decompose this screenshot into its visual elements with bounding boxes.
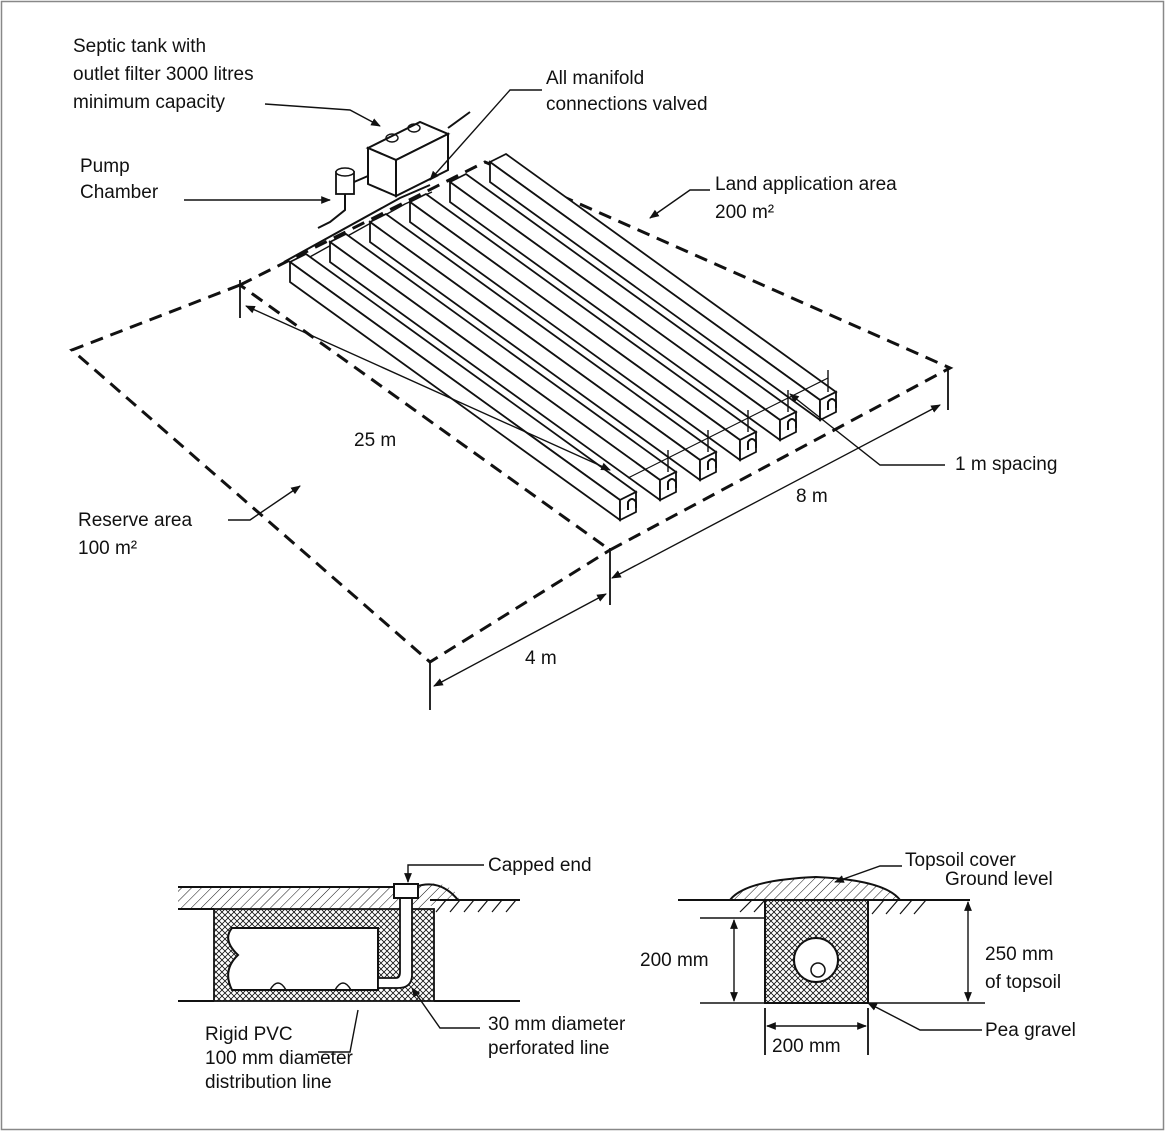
leader-septic <box>264 103 381 127</box>
label-manifold: All manifold connections valved <box>546 68 708 115</box>
label-pump-chamber: Pump Chamber <box>80 156 159 203</box>
pump-chamber <box>317 167 369 229</box>
dim-25m-line <box>245 305 611 471</box>
dim-8m-line <box>611 404 941 579</box>
leader-reserve <box>228 485 301 521</box>
land-application-area-outline <box>237 160 954 552</box>
label-length-25m: 25 m <box>354 430 396 451</box>
label-pea-gravel: Pea gravel <box>985 1020 1076 1041</box>
leader-topsoil-cover <box>834 865 902 883</box>
dim-4m-line <box>433 593 607 687</box>
label-septic-tank: Septic tank with outlet filter 3000 litr… <box>73 36 259 113</box>
label-width-8m: 8 m <box>796 486 828 507</box>
leader-spacing <box>789 393 945 466</box>
leader-perforated <box>411 987 480 1029</box>
manifold-pipe <box>283 184 431 263</box>
label-capped-end: Capped end <box>488 855 592 876</box>
leader-capped-end <box>404 864 484 883</box>
label-ground-level: Ground level <box>945 869 1053 890</box>
label-depth-250mm: 250 mm of topsoil <box>985 944 1061 993</box>
label-topsoil-cover: Topsoil cover <box>905 850 1017 871</box>
leader-manifold <box>429 89 542 181</box>
leader-rigid-pvc <box>318 1009 359 1053</box>
label-perforated: 30 mm diameter perforated line <box>488 1014 631 1059</box>
leader-pea-gravel <box>867 1002 982 1031</box>
cross-section <box>678 865 985 1055</box>
label-reserve-area: Reserve area 100 m² <box>78 510 197 559</box>
label-rigid-pvc: Rigid PVC 100 mm diameter distribution l… <box>205 1024 358 1093</box>
longitudinal-section <box>178 864 520 1053</box>
septic-tank <box>365 111 471 198</box>
leader-land <box>649 189 710 219</box>
label-depth-200mm: 200 mm <box>640 950 709 971</box>
label-land-area: Land application area 200 m² <box>715 174 902 223</box>
label-spacing: 1 m spacing <box>955 454 1057 475</box>
isometric-plan <box>69 89 954 710</box>
label-width-4m: 4 m <box>525 648 557 669</box>
label-width-200mm: 200 mm <box>772 1036 841 1057</box>
